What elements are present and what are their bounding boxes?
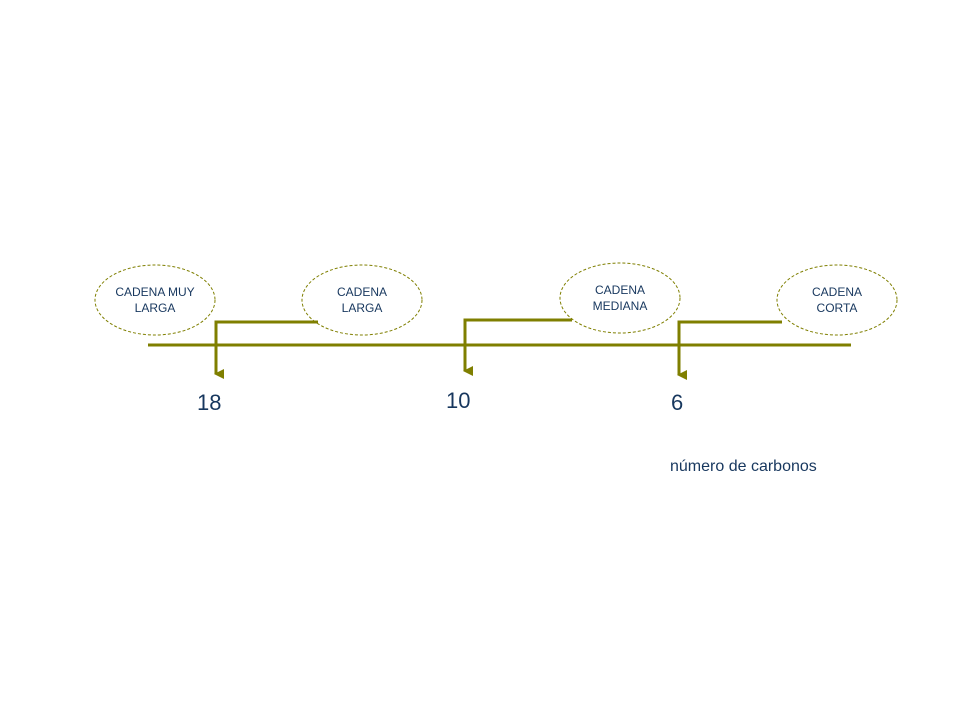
label-line-2: LARGA — [134, 301, 176, 315]
label-cadena-corta: CADENA CORTA — [775, 284, 899, 316]
label-line-1: CADENA — [336, 285, 387, 299]
marker-value-6: 6 — [671, 390, 684, 415]
label-line-1: CADENA — [594, 283, 645, 297]
ellipse-cadena-larga — [301, 264, 423, 336]
label-line-2: CORTA — [816, 301, 858, 315]
label-line-1: CADENA MUY — [115, 285, 195, 299]
connector-arrow-18 — [214, 320, 318, 379]
label-cadena-larga: CADENA LARGA — [300, 284, 424, 316]
label-cadena-mediana: CADENA MEDIANA — [558, 282, 682, 314]
ellipse-cadena-mediana — [559, 262, 681, 334]
ellipse-cadena-muy-larga — [94, 264, 216, 336]
label-line-1: CADENA — [811, 285, 862, 299]
marker-value-10: 10 — [446, 388, 471, 413]
connector-arrow-10 — [463, 318, 572, 376]
label-line-2: LARGA — [341, 301, 383, 315]
marker-value-18: 18 — [197, 390, 222, 415]
label-cadena-muy-larga: CADENA MUY LARGA — [93, 284, 217, 316]
connector-arrow-6 — [677, 320, 782, 380]
label-line-2: MEDIANA — [592, 299, 648, 313]
ellipse-cadena-corta — [776, 264, 898, 336]
axis-caption: número de carbonos — [670, 458, 817, 475]
